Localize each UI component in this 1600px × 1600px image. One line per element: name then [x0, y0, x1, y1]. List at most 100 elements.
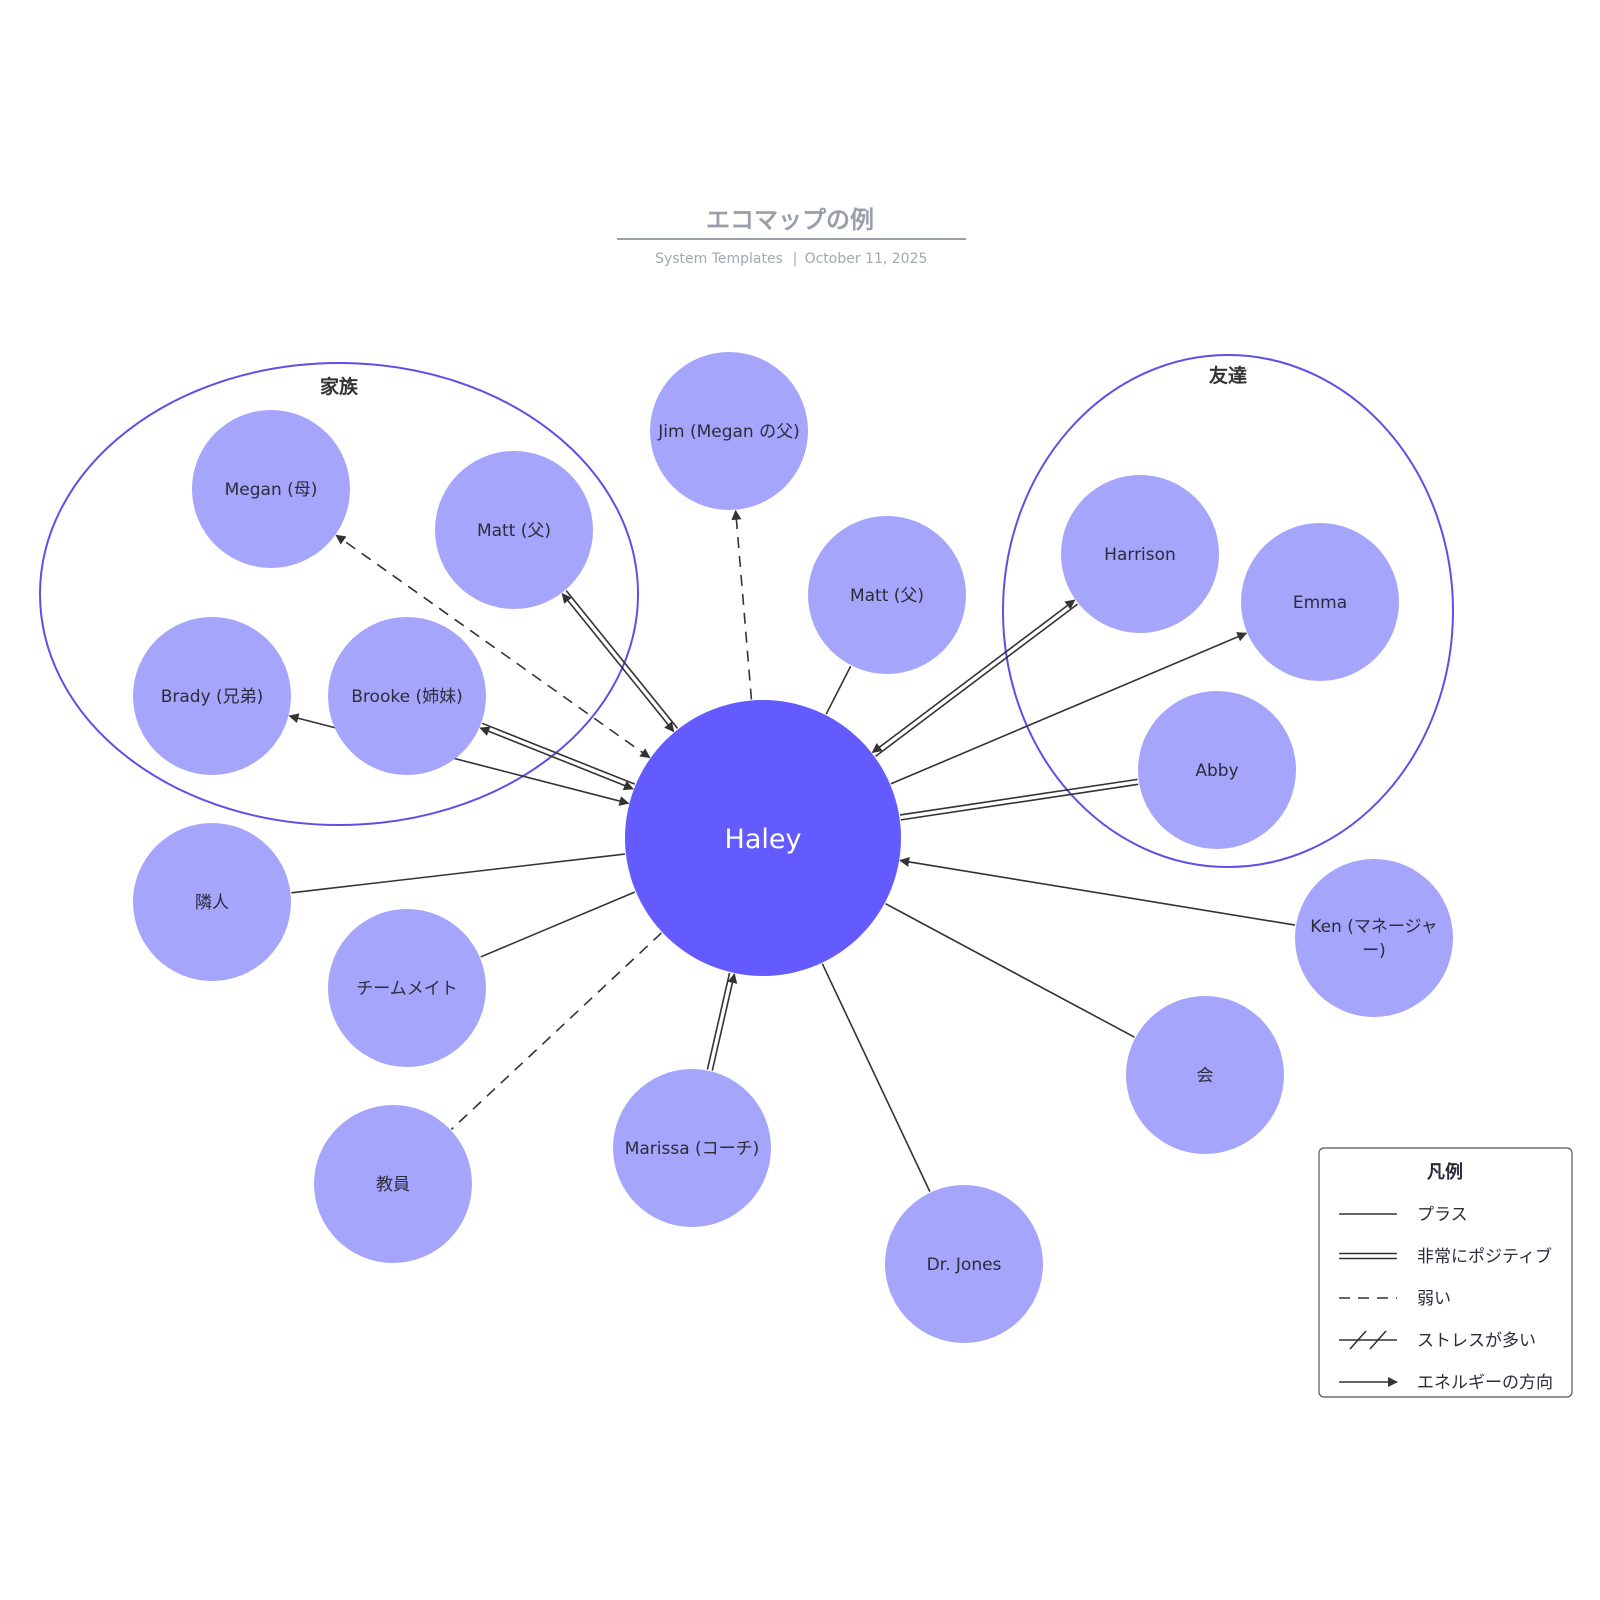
group-family-label: 家族 [320, 375, 359, 398]
node-marissa[interactable]: Marissa (コーチ) [613, 1069, 771, 1227]
node-marissa-label: Marissa (コーチ) [625, 1139, 760, 1159]
connection-jim-stroke [731, 509, 753, 700]
legend-item-stress-sample-stress-tick [1349, 1330, 1367, 1350]
subtitle-date: October 11, 2025 [805, 251, 928, 267]
node-matt-family-circle[interactable] [435, 451, 593, 609]
node-neighbor-label: 隣人 [195, 893, 229, 913]
connection-neighbor-stroke [291, 853, 626, 894]
connection-teammate-stroke [480, 891, 636, 958]
center-node-circle[interactable] [625, 700, 901, 976]
header: エコマップの例 System Templates | October 11, 2… [617, 206, 966, 267]
node-harrison-label: Harrison [1104, 545, 1176, 565]
node-brady-circle[interactable] [133, 617, 291, 775]
nodes: Megan (母) Matt (父) Brady (兄弟) Brooke (姉妹) Ji… [133, 352, 1453, 1343]
connection-abby-stroke [899, 778, 1138, 816]
node-matt-other-label: Matt (父) [850, 586, 924, 606]
group-friends-label: 友達 [1209, 364, 1247, 387]
connection-neighbor [291, 853, 626, 894]
node-brady-label: Brady (兄弟) [161, 687, 264, 707]
connection-abby [899, 778, 1139, 821]
node-abby-circle[interactable] [1138, 691, 1296, 849]
node-brooke[interactable]: Brooke (姉妹) [328, 617, 486, 775]
node-jones-label: Dr. Jones [927, 1255, 1002, 1275]
connection-marissa-stroke [706, 972, 731, 1070]
node-abby-label: Abby [1195, 761, 1238, 781]
node-neighbor[interactable]: 隣人 [133, 823, 291, 981]
connection-jones [821, 963, 931, 1192]
node-jim-circle[interactable] [650, 352, 808, 510]
connection-kai-stroke [885, 902, 1135, 1038]
node-brooke-circle[interactable] [328, 617, 486, 775]
connection-abby-stroke [900, 783, 1139, 821]
connection-teacher-stroke [450, 932, 663, 1130]
node-emma[interactable]: Emma [1241, 523, 1399, 681]
node-jones-circle[interactable] [885, 1185, 1043, 1343]
node-emma-label: Emma [1293, 593, 1347, 613]
legend-item-weak: 弱い [1339, 1289, 1451, 1309]
node-matt-family[interactable]: Matt (父) [435, 451, 593, 609]
legend-item-arrow: エネルギーの方向 [1339, 1373, 1553, 1393]
connection-ken-stroke [899, 856, 1296, 926]
node-teammate-label: チームメイト [356, 979, 458, 999]
connection-matt-family-stroke [561, 593, 675, 733]
node-teacher-label: 教員 [376, 1175, 410, 1195]
node-teammate[interactable]: チームメイト [328, 909, 486, 1067]
connection-brooke-stroke [479, 726, 634, 791]
node-kai-circle[interactable] [1126, 996, 1284, 1154]
node-harrison[interactable]: Harrison [1061, 475, 1219, 633]
legend-item-plus: プラス [1339, 1205, 1468, 1225]
node-teacher[interactable]: 教員 [314, 1105, 472, 1263]
node-kai-label: 会 [1197, 1066, 1214, 1086]
node-jones[interactable]: Dr. Jones [885, 1185, 1043, 1343]
legend-item-arrow-label: エネルギーの方向 [1417, 1373, 1553, 1393]
node-harrison-circle[interactable] [1061, 475, 1219, 633]
node-abby[interactable]: Abby [1138, 691, 1296, 849]
connection-harrison-stroke [871, 599, 1076, 754]
connection-matt-family-stroke [565, 590, 679, 729]
connection-matt-family [561, 590, 679, 733]
center-node[interactable]: Haley [625, 700, 901, 976]
legend-item-strong-label: 非常にポジティブ [1417, 1246, 1552, 1267]
node-jim[interactable]: Jim (Megan の父) [650, 352, 808, 510]
connection-emma-stroke [890, 632, 1248, 785]
node-matt-other-circle[interactable] [808, 516, 966, 674]
subtitle-source: System Templates [655, 251, 783, 267]
legend-item-stress-label: ストレスが多い [1417, 1331, 1536, 1351]
legend-item-stress-sample [1339, 1330, 1397, 1350]
node-ken-label: Ken (マネージャ [1310, 917, 1437, 937]
node-teacher-circle[interactable] [314, 1105, 472, 1263]
node-megan[interactable]: Megan (母) [192, 410, 350, 568]
page-title: エコマップの例 [706, 206, 874, 234]
node-ken-circle[interactable] [1295, 859, 1453, 1017]
connection-harrison [871, 599, 1079, 758]
connection-harrison-stroke [875, 603, 1079, 758]
node-matt-other[interactable]: Matt (父) [808, 516, 966, 674]
legend-box [1318, 1147, 1573, 1398]
center-node-label: Haley [725, 824, 802, 855]
node-megan-circle[interactable] [192, 410, 350, 568]
connection-brooke [479, 722, 636, 791]
node-matt-family-label: Matt (父) [477, 521, 551, 541]
node-kai[interactable]: 会 [1126, 996, 1284, 1154]
node-brooke-label: Brooke (姉妹) [351, 687, 462, 707]
legend-item-stress-sample-stress-tick [1369, 1330, 1387, 1350]
node-marissa-circle[interactable] [613, 1069, 771, 1227]
connection-kai [885, 902, 1135, 1038]
legend-item-stress: ストレスが多い [1339, 1330, 1536, 1351]
node-emma-circle[interactable] [1241, 523, 1399, 681]
connection-teacher [450, 932, 663, 1130]
legend-item-strong-sample [1339, 1252, 1397, 1260]
legend-item-weak-label: 弱い [1417, 1289, 1451, 1309]
connection-jones-stroke [821, 963, 931, 1192]
node-brady[interactable]: Brady (兄弟) [133, 617, 291, 775]
node-teammate-circle[interactable] [328, 909, 486, 1067]
subtitle-separator: | [793, 251, 798, 267]
node-megan-label: Megan (母) [225, 480, 318, 500]
node-ken-label: ー) [1362, 941, 1386, 961]
connection-marissa-stroke [711, 973, 738, 1071]
node-neighbor-circle[interactable] [133, 823, 291, 981]
